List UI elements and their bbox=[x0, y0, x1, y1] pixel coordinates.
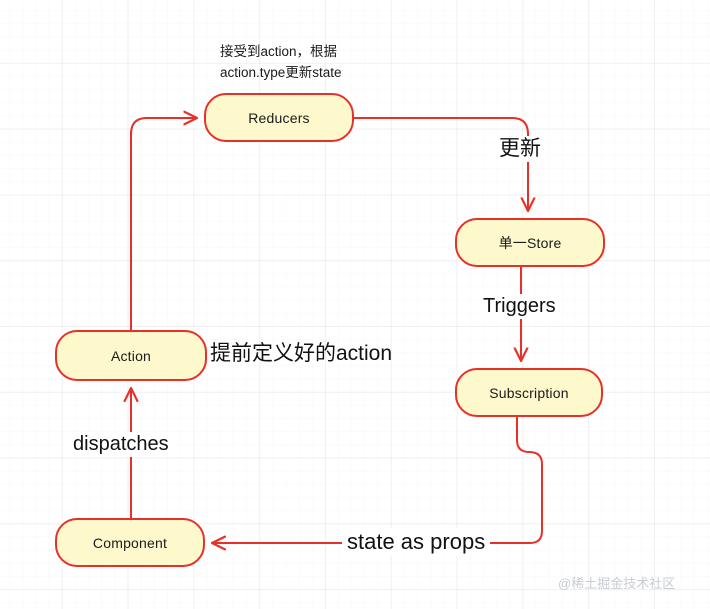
edge-reducers-to-store bbox=[354, 117, 528, 210]
node-component[interactable]: Component bbox=[55, 518, 205, 567]
edge-action-to-reducers bbox=[130, 118, 196, 330]
node-subscription[interactable]: Subscription bbox=[455, 368, 603, 417]
node-action-label: Action bbox=[110, 347, 152, 364]
edge-label-state-as-props: state as props bbox=[342, 528, 491, 556]
watermark: @稀土掘金技术社区 bbox=[558, 576, 676, 591]
edge-label-predefined-action: 提前定义好的action bbox=[210, 342, 393, 365]
node-store-label: 单一Store bbox=[498, 234, 562, 251]
node-action[interactable]: Action bbox=[55, 330, 207, 381]
node-component-label: Component bbox=[92, 534, 168, 551]
edge-label-dispatches: dispatches bbox=[68, 432, 174, 457]
node-reducers-label: Reducers bbox=[248, 109, 310, 126]
edge-label-update: 更新 bbox=[494, 136, 546, 163]
edge-label-triggers: Triggers bbox=[478, 294, 561, 319]
node-subscription-label: Subscription bbox=[489, 384, 569, 401]
node-store[interactable]: 单一Store bbox=[455, 218, 605, 267]
node-reducers[interactable]: Reducers bbox=[204, 93, 354, 142]
edge-subscription-to-component bbox=[213, 417, 543, 543]
note-reducer-behavior: 接受到action，根据 action.type更新state bbox=[220, 44, 342, 80]
